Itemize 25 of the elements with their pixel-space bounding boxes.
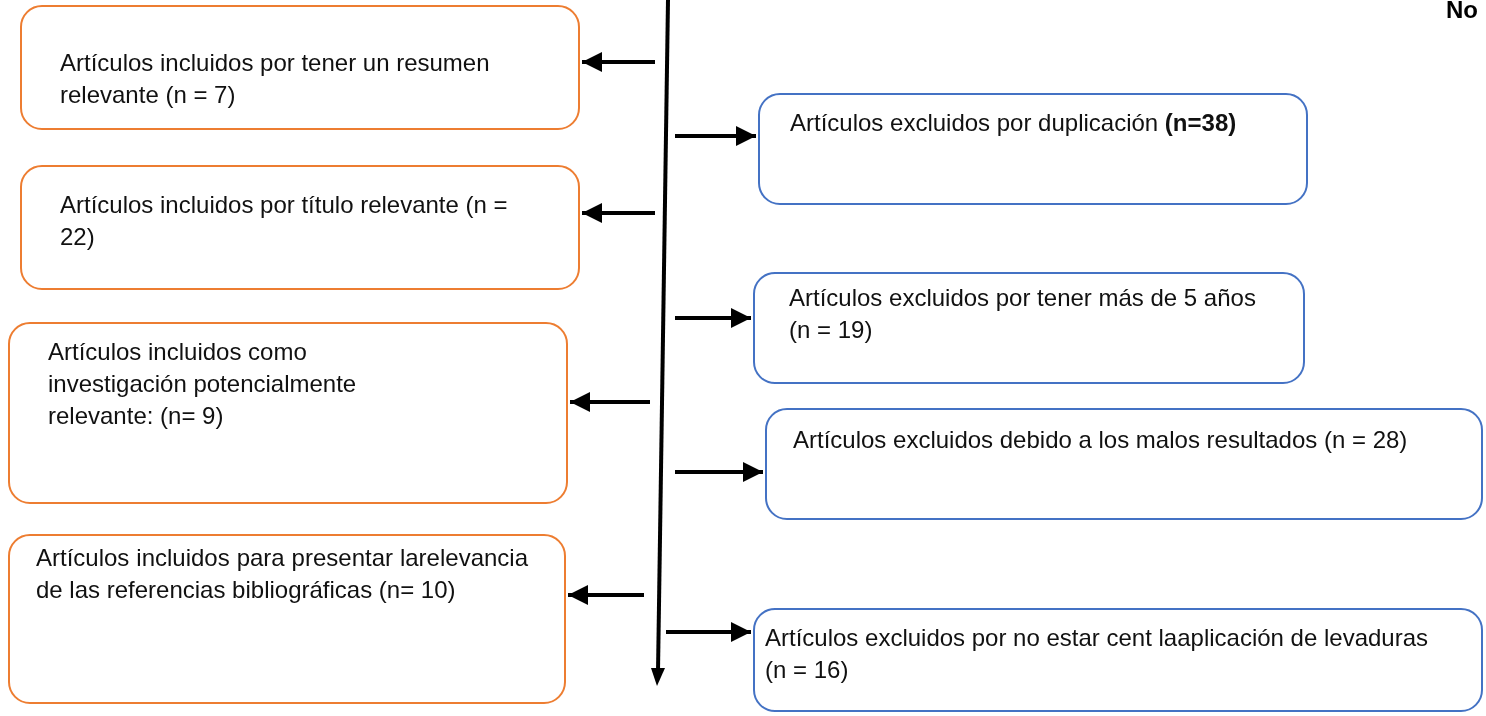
- box-text: Artículos incluidos para presentar larelevancia de las referencias bibliográficas (n= 10): [36, 543, 528, 605]
- inclusion-box: [8, 322, 568, 504]
- arrow: [568, 585, 644, 605]
- label-text: No: [1446, 0, 1478, 24]
- box-text: Artículos incluidos como investigación potencialmente relevante: (n= 9): [48, 337, 358, 431]
- exclusion-box: [758, 93, 1308, 205]
- arrow: [675, 308, 751, 328]
- box-text: Artículos incluidos por tener un resumen relevante (n = 7): [60, 48, 491, 110]
- box-text: Artículos excluidos por tener más de 5 años (n = 19): [789, 283, 1257, 345]
- box-text: Artículos excluidos por no estar cent laaplicación de levaduras (n = 16): [765, 623, 1430, 685]
- box-text: Artículos excluidos debido a los malos resultados (n = 28): [793, 425, 1409, 455]
- inclusion-box: [8, 534, 566, 704]
- box-text: Artículos excluidos por duplicación (n=38): [790, 108, 1238, 138]
- box-text: Artículos incluidos por título relevante (n = 22): [60, 190, 509, 252]
- arrow: [582, 203, 655, 223]
- arrow: [675, 462, 763, 482]
- exclusion-box: [753, 608, 1483, 712]
- arrow: [582, 52, 655, 72]
- arrow: [675, 126, 756, 146]
- inclusion-box: [20, 165, 580, 290]
- inclusion-box: [20, 5, 580, 130]
- exclusion-box: [765, 408, 1483, 520]
- arrow: [570, 392, 650, 412]
- exclusion-box: [753, 272, 1305, 384]
- arrow: [666, 622, 751, 642]
